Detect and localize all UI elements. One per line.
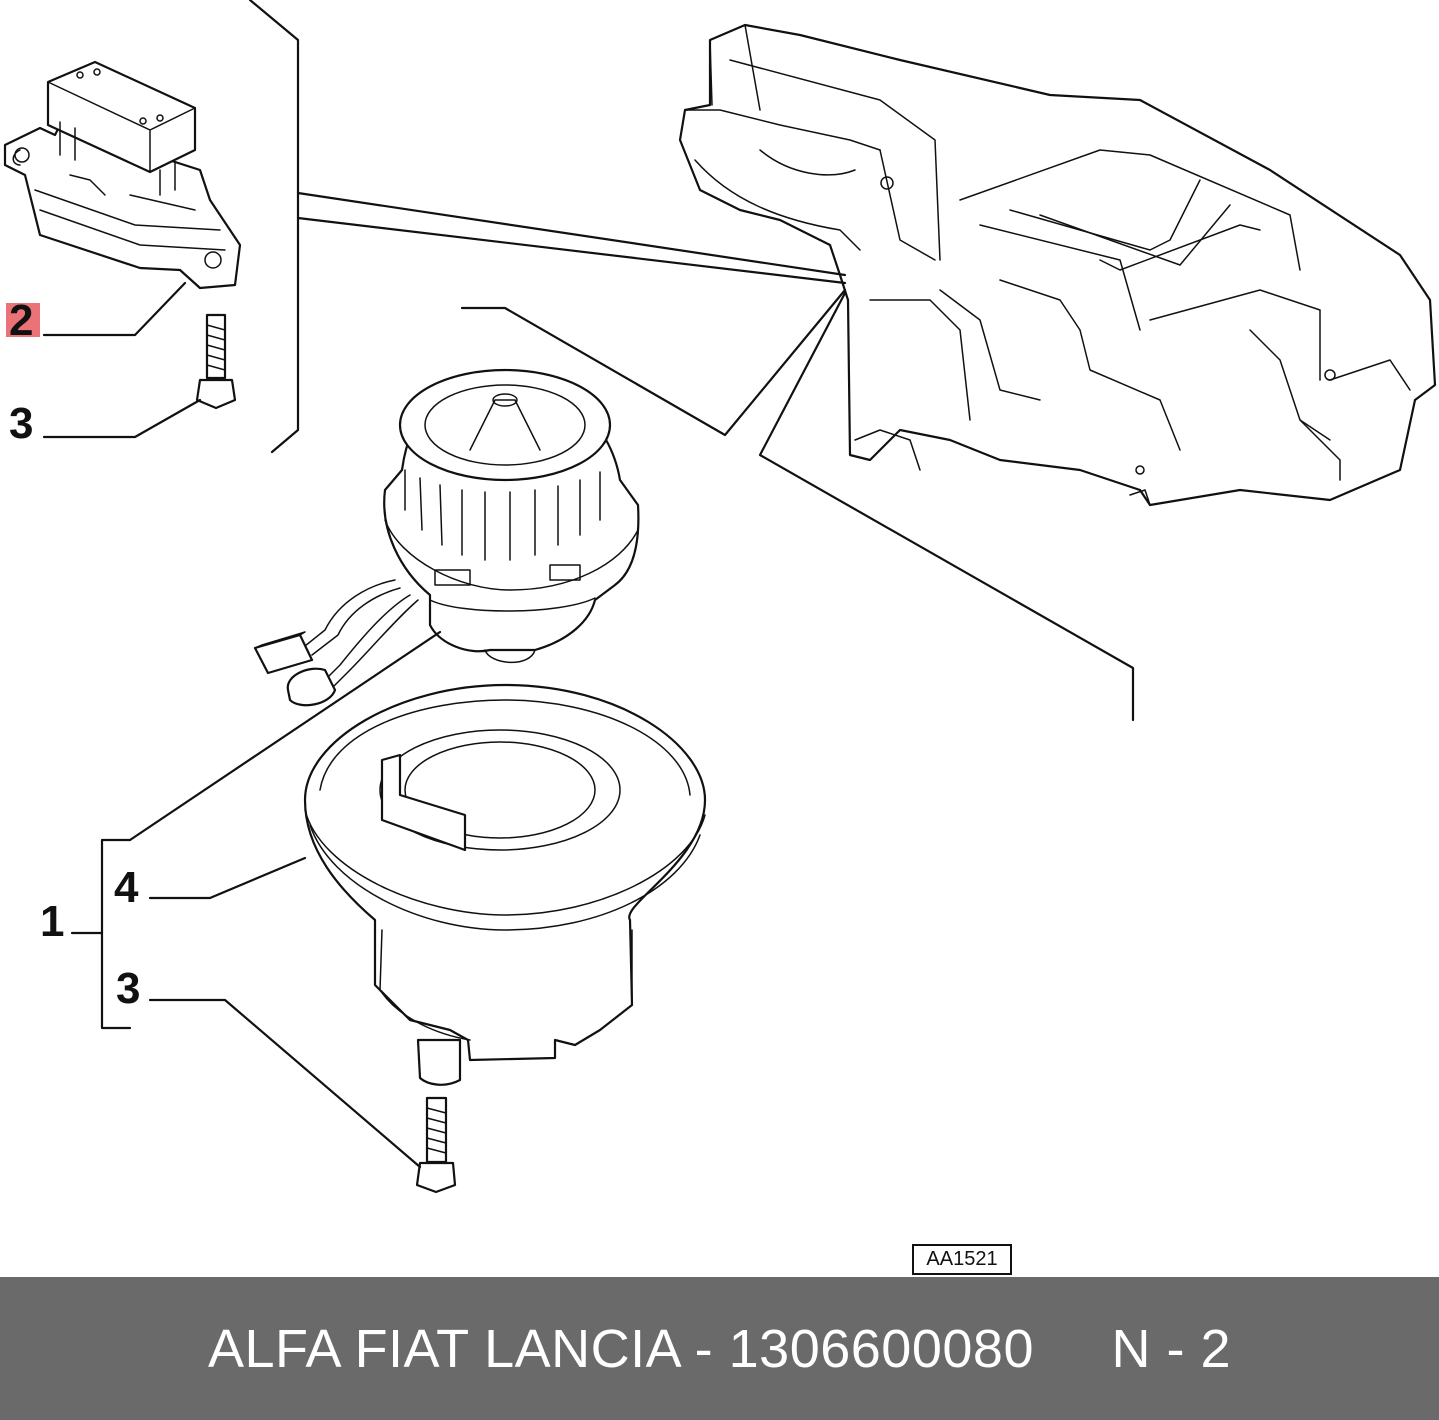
callout-3-bottom[interactable]: 3 — [116, 964, 140, 1013]
callout-2[interactable]: 2 — [9, 296, 33, 345]
blower-resistor-illustration — [3, 60, 242, 290]
hvac-housing-illustration — [678, 23, 1437, 507]
diagram-reference-code: AA1521 — [912, 1244, 1012, 1275]
blower-housing-illustration — [303, 683, 707, 1086]
callout-2-highlight — [6, 303, 40, 337]
callout-1[interactable]: 1 — [40, 897, 64, 946]
parts-diagram: 2 3 4 1 3 — [3, 0, 1437, 1194]
callout-3-top[interactable]: 3 — [9, 399, 33, 448]
screw-top-illustration — [195, 313, 237, 410]
leader-lines — [42, 0, 1135, 1169]
screw-bottom-illustration — [415, 1096, 457, 1194]
footer-bar: ALFA FIAT LANCIA - 1306600080 N - 2 — [0, 1277, 1439, 1420]
footer-part-number-text: ALFA FIAT LANCIA - 1306600080 N - 2 — [207, 1318, 1232, 1379]
callout-4[interactable]: 4 — [114, 863, 139, 912]
blower-motor-illustration — [253, 368, 640, 707]
